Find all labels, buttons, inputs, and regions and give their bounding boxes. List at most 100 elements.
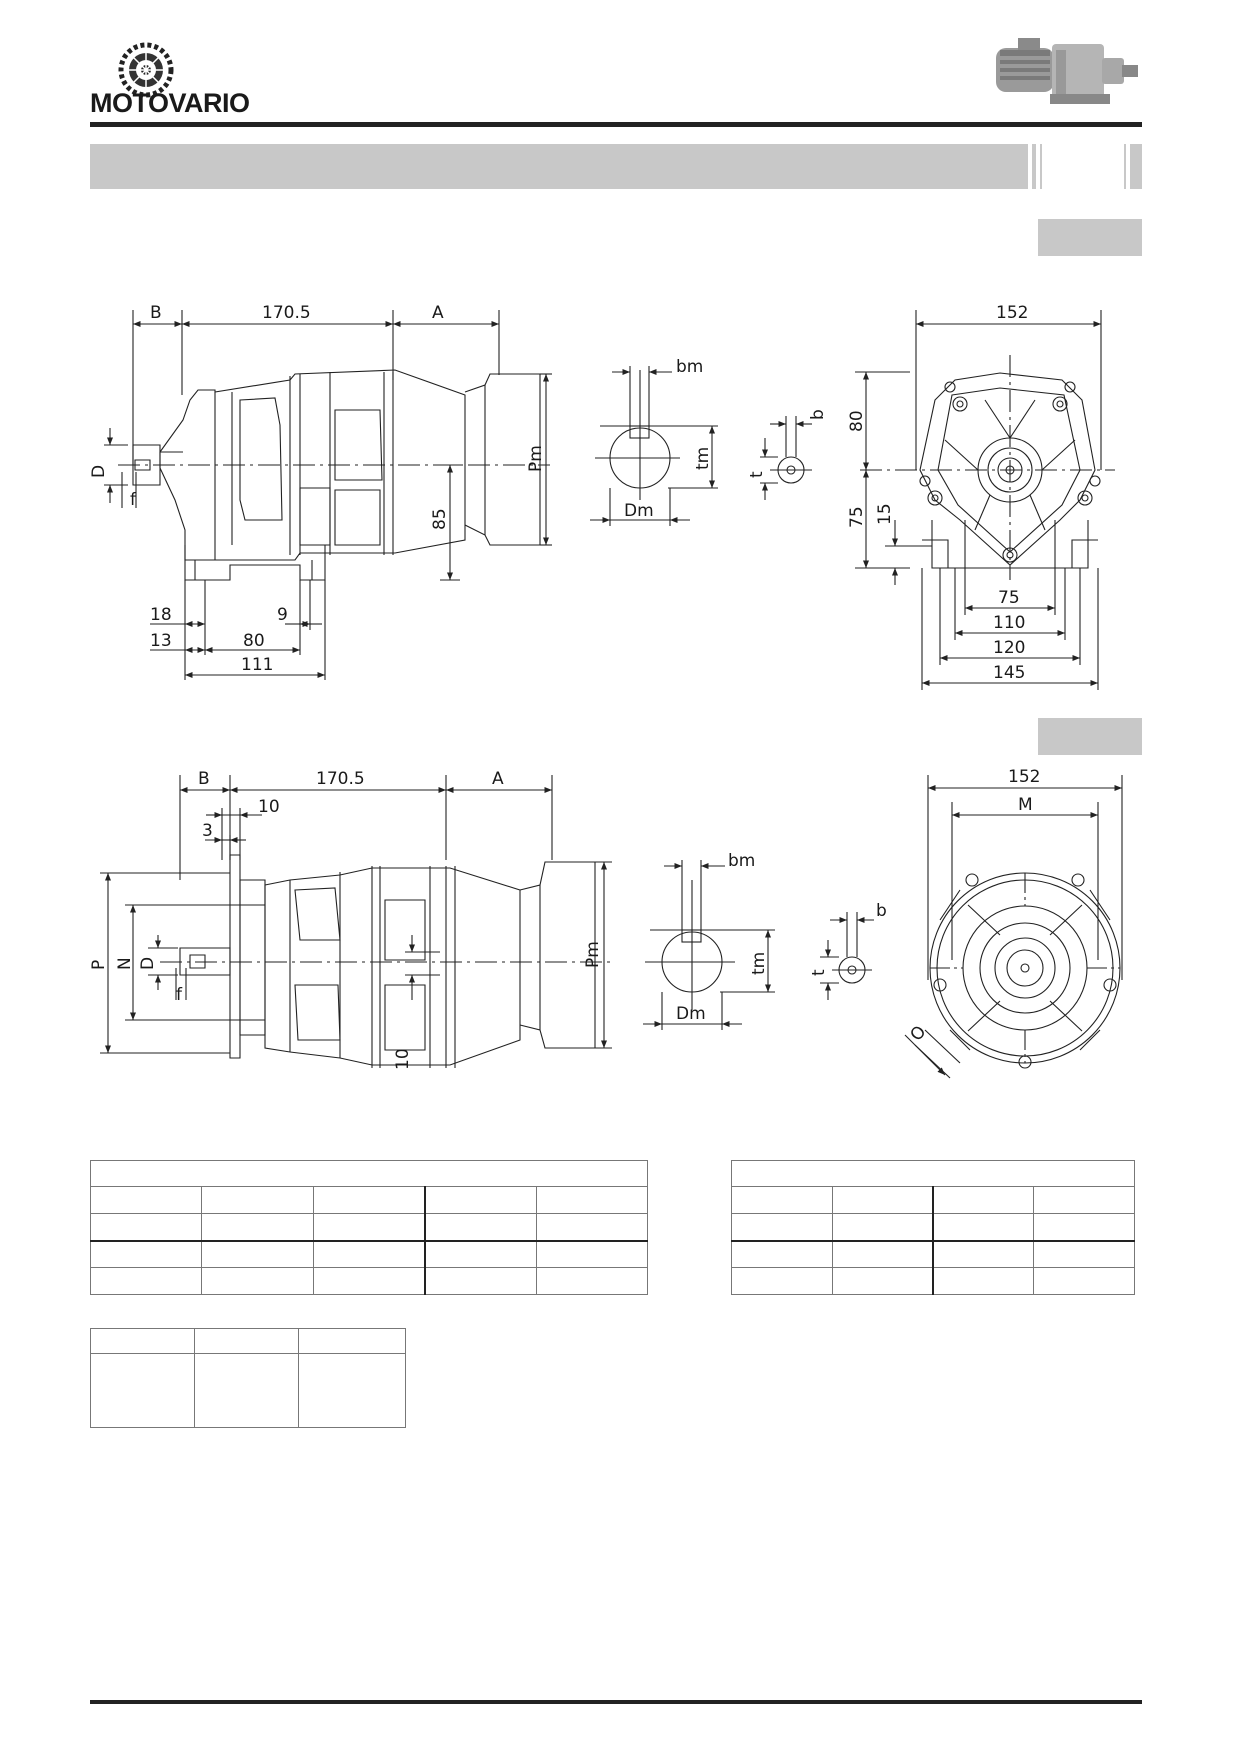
- dim-top-end-152: 152: [996, 303, 1028, 323]
- table-cell: [831, 1267, 934, 1295]
- table-cell: [731, 1267, 833, 1295]
- table-cell: [831, 1213, 934, 1241]
- table-cell: [89, 1240, 203, 1268]
- table-cell: [89, 1267, 203, 1295]
- dim-bot-end-M: M: [1018, 795, 1033, 815]
- header-rule: [90, 122, 1142, 127]
- section-tag-bottom: [1038, 718, 1142, 755]
- top-shaft-section: [590, 366, 718, 526]
- table-cell: [424, 1186, 537, 1214]
- table-cell: [932, 1213, 1035, 1241]
- section-tag-top: [1038, 219, 1142, 256]
- dim-top-f: f: [130, 490, 137, 510]
- table-cell: [932, 1186, 1035, 1214]
- title-bar-divider: [1032, 144, 1036, 189]
- dim-top-t: t: [747, 471, 767, 478]
- table-cell: [831, 1240, 934, 1268]
- weight-table: [90, 1328, 407, 1428]
- dim-top-85: 85: [430, 508, 450, 530]
- dim-bot-N: N: [115, 957, 135, 970]
- dim-bot-end-152: 152: [1008, 767, 1040, 787]
- dim-top-end-75: 75: [847, 506, 867, 528]
- table-header: [90, 1160, 648, 1187]
- table-cell: [731, 1213, 833, 1241]
- dim-top-end-110: 110: [993, 613, 1025, 633]
- dim-bot-f: f: [176, 985, 183, 1005]
- dim-top-b: b: [808, 409, 828, 420]
- dim-top-111: 111: [241, 655, 273, 675]
- table-cell: [90, 1353, 195, 1428]
- brand-logo: MOTOVARIO: [90, 88, 250, 118]
- dim-bot-A: A: [492, 769, 504, 789]
- dim-bot-end-O: O: [907, 1022, 931, 1045]
- dim-top-Dm: Dm: [624, 501, 654, 521]
- table-cell: [535, 1267, 649, 1295]
- table-cell: [424, 1240, 537, 1268]
- title-bar: [90, 144, 1028, 189]
- dim-top-A: A: [432, 303, 444, 323]
- table-cell: [312, 1186, 426, 1214]
- table-cell: [535, 1213, 649, 1241]
- table-cell: [731, 1240, 833, 1268]
- dim-bot-3: 3: [202, 821, 213, 841]
- dim-bot-t: t: [809, 969, 829, 976]
- dim-top-end-80: 80: [847, 410, 867, 432]
- technical-drawings: B 170.5 A D f Pm 85 18 9 13 80 111 bm tm…: [89, 303, 1123, 1079]
- top-side-view: [104, 310, 552, 680]
- dim-top-18: 18: [150, 605, 172, 625]
- table-cell: [90, 1328, 195, 1354]
- table-cell: [731, 1186, 833, 1214]
- bottom-side-view: [100, 775, 612, 1068]
- dim-top-end-145: 145: [993, 663, 1025, 683]
- table-cell: [831, 1186, 934, 1214]
- bottom-shaft-section: [643, 860, 775, 1030]
- dim-top-Pm: Pm: [526, 445, 546, 472]
- dim-top-B: B: [150, 303, 162, 323]
- table-cell: [297, 1353, 407, 1428]
- table-cell: [312, 1267, 426, 1295]
- dim-bot-b: b: [876, 901, 887, 921]
- dim-top-bm: bm: [676, 357, 703, 377]
- dim-bot-v10: 10: [393, 1048, 413, 1070]
- dim-bot-B: B: [198, 769, 210, 789]
- bottom-end-view: [904, 775, 1123, 1079]
- top-key-section: [760, 416, 812, 500]
- table-cell: [535, 1240, 649, 1268]
- dim-top-tm: tm: [693, 447, 713, 470]
- table-cell: [424, 1213, 537, 1241]
- table-cell: [312, 1240, 426, 1268]
- dim-top-length: 170.5: [262, 303, 311, 323]
- dim-top-80: 80: [243, 631, 265, 651]
- table-cell: [1033, 1213, 1135, 1241]
- table-cell: [193, 1328, 299, 1354]
- table-cell: [312, 1213, 426, 1241]
- table-cell: [1033, 1267, 1135, 1295]
- table-cell: [89, 1213, 203, 1241]
- product-image: [990, 32, 1142, 112]
- table-cell: [201, 1186, 314, 1214]
- table-cell: [193, 1353, 299, 1428]
- dim-bot-Pm: Pm: [583, 941, 603, 968]
- dimension-table-right: [731, 1160, 1135, 1295]
- top-end-view: [855, 310, 1115, 690]
- title-bar-end: [1130, 144, 1142, 189]
- dim-top-9: 9: [277, 605, 288, 625]
- title-box: [1040, 144, 1126, 189]
- dim-bot-D: D: [138, 957, 158, 970]
- table-cell: [89, 1186, 203, 1214]
- dim-top-end-15: 15: [875, 503, 895, 525]
- dim-bot-Dm: Dm: [676, 1004, 706, 1024]
- dimension-table-left: [89, 1160, 649, 1295]
- table-cell: [1033, 1186, 1135, 1214]
- dim-top-end-120: 120: [993, 638, 1025, 658]
- bottom-key-section: [820, 912, 874, 1000]
- dim-bot-length: 170.5: [316, 769, 365, 789]
- footer-rule: [90, 1700, 1142, 1704]
- table-header: [731, 1160, 1135, 1187]
- dim-top-D: D: [89, 465, 109, 478]
- dim-bot-bm: bm: [728, 851, 755, 871]
- table-cell: [535, 1186, 649, 1214]
- table-cell: [201, 1267, 314, 1295]
- table-cell: [424, 1267, 537, 1295]
- dim-bot-tm: tm: [749, 952, 769, 975]
